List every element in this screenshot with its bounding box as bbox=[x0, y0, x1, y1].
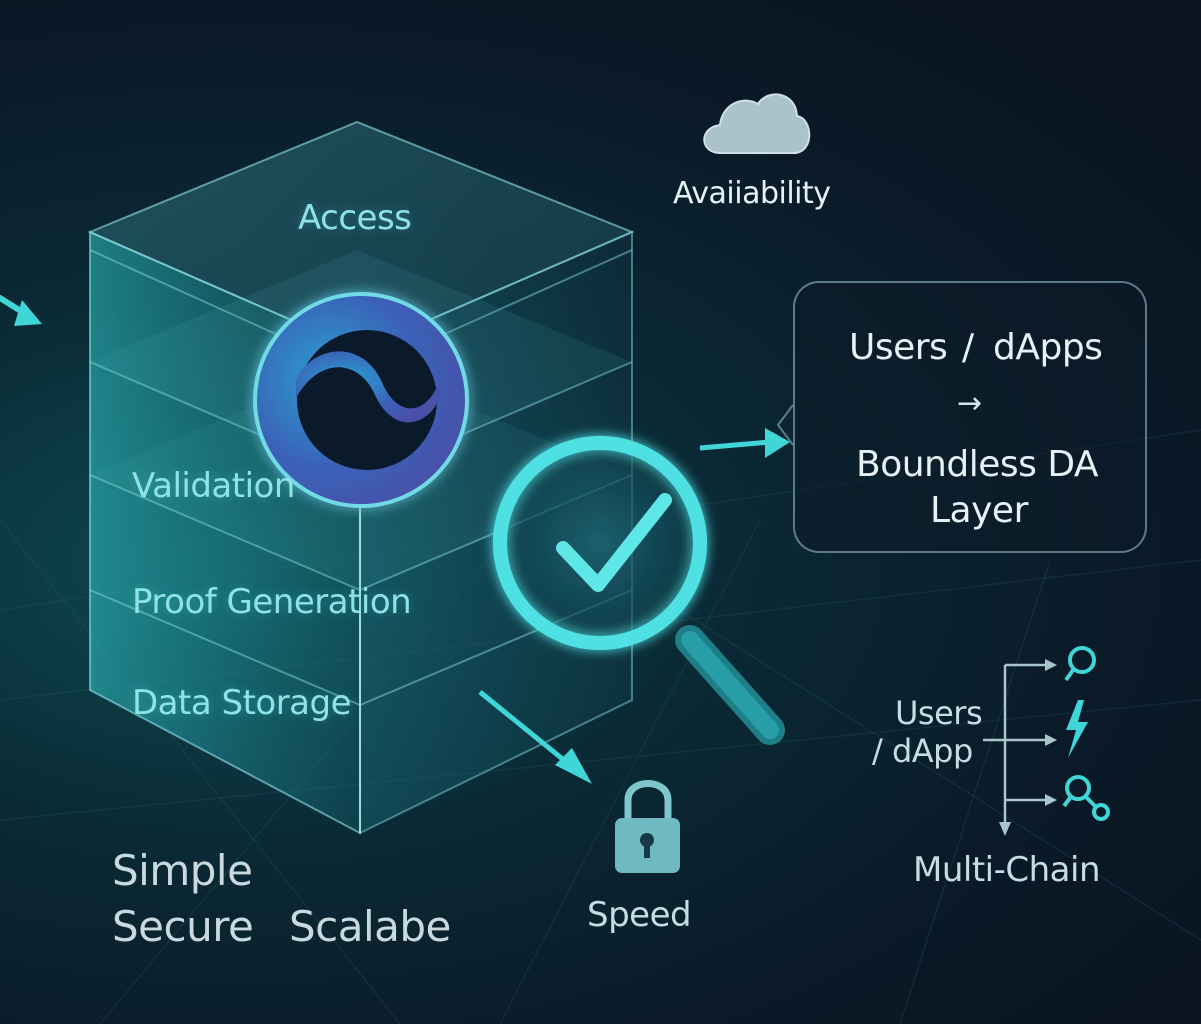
speed-arrow-icon bbox=[478, 690, 572, 767]
callout-dapps-label: dApps bbox=[993, 327, 1103, 368]
callout-layer-label: Layer bbox=[930, 490, 1028, 531]
multichain-label: Multi-Chain bbox=[913, 850, 1101, 890]
multichain-dapp-label: / dApp bbox=[872, 732, 973, 770]
cloud-icon bbox=[703, 93, 811, 154]
lightning-icon bbox=[1066, 700, 1088, 758]
callout-arrow-icon bbox=[699, 439, 771, 451]
share-node-icon bbox=[1062, 775, 1110, 821]
speed-label: Speed bbox=[587, 895, 692, 935]
da-layer-callout bbox=[793, 281, 1147, 553]
tagline-scalabe: Scalabe bbox=[289, 902, 451, 951]
search-node-icon bbox=[1064, 646, 1096, 682]
tagline-simple: Simple bbox=[112, 846, 253, 895]
magnifier-check-icon bbox=[493, 436, 785, 745]
lock-icon bbox=[615, 780, 680, 873]
multichain-users-label: Users bbox=[895, 694, 983, 732]
callout-arrow-glyph: → bbox=[957, 386, 982, 421]
layer-access-label: Access bbox=[298, 198, 412, 238]
callout-separator: / bbox=[962, 327, 974, 368]
logo-icon bbox=[253, 292, 469, 508]
multichain-tree bbox=[983, 663, 1045, 825]
tagline-secure: Secure bbox=[112, 902, 254, 951]
layer-proof-label: Proof Generation bbox=[132, 582, 412, 622]
incoming-arrow-head bbox=[14, 300, 42, 326]
layer-storage-label: Data Storage bbox=[132, 683, 352, 723]
callout-boundless-label: Boundless DA bbox=[856, 444, 1099, 485]
callout-users-label: Users bbox=[849, 327, 948, 368]
layer-validation-label: Validation bbox=[132, 466, 295, 506]
availability-label: Avaiiability bbox=[673, 176, 831, 211]
